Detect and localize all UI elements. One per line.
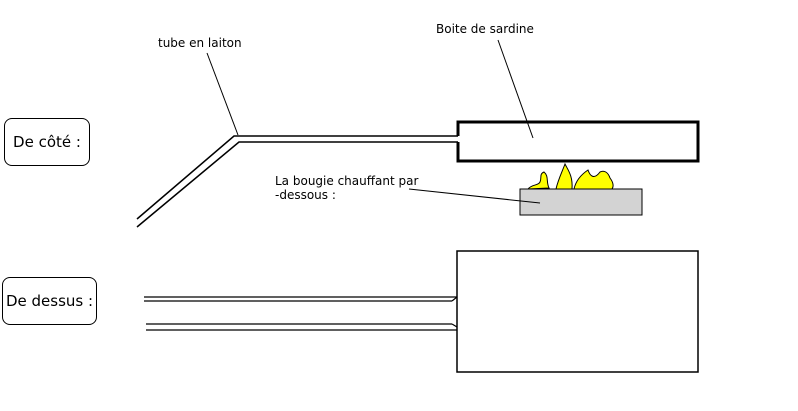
top-view-tube [144, 296, 458, 331]
side-view-tube [136, 135, 458, 228]
side-view-sardine-box [456, 120, 700, 163]
view-label-side: De côté : [4, 118, 90, 166]
label-tube-laiton: tube en laiton [158, 36, 242, 50]
label-boite-sardine: Boite de sardine [436, 22, 534, 36]
label-bougie-line1: La bougie chauffant par [275, 174, 419, 188]
candle [519, 188, 643, 216]
label-bougie: La bougie chauffant par -dessous : [275, 174, 418, 203]
view-label-side-text: De côté : [13, 133, 81, 151]
label-bougie-line2: -dessous : [275, 188, 336, 203]
leader-lines [206, 39, 541, 204]
view-label-top: De dessus : [2, 277, 97, 325]
top-view-sardine-box [456, 250, 699, 373]
view-label-top-text: De dessus : [5, 292, 94, 310]
candle-flames [526, 162, 614, 190]
